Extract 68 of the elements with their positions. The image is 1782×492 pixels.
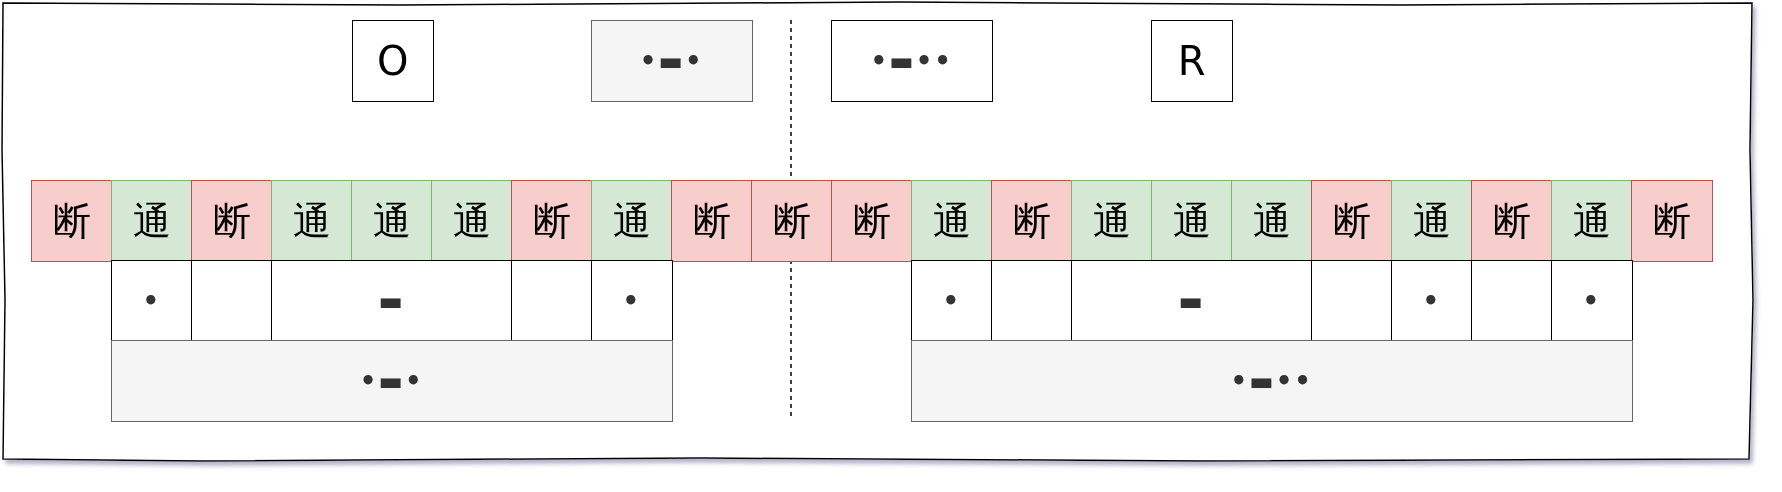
morse-code: • [942,287,962,314]
text-box [111,340,673,422]
text-box [911,260,993,342]
morse-code: •▬• [359,367,424,394]
morse-code: • [142,287,162,314]
text-box [111,260,193,342]
text-box [1311,180,1393,262]
text-box [831,20,993,102]
text-box [671,180,753,262]
text-box [271,180,353,262]
signal-state: 通 [1572,201,1611,240]
signal-state: 通 [452,201,491,240]
letter-label: R [1177,40,1206,81]
text-box [351,180,433,262]
text-box [1551,260,1633,342]
signal-state: 通 [292,201,331,240]
morse-code: •▬• [639,47,704,74]
text-box [191,180,273,262]
text-box [911,340,1633,422]
morse-code: ▬ [378,287,406,314]
text-box [1391,260,1473,342]
morse-code: • [622,287,642,314]
signal-state: 断 [1492,201,1531,240]
text-box [1151,180,1233,262]
signal-state: 断 [692,201,731,240]
text-box [751,180,833,262]
morse-code: •▬•• [1230,367,1313,394]
text-box [31,180,113,262]
morse-code: • [1582,287,1602,314]
signal-state: 通 [1172,201,1211,240]
signal-state: 断 [852,201,891,240]
signal-state: 通 [612,201,651,240]
signal-state: 通 [1252,201,1291,240]
morse-code: •▬•• [870,47,953,74]
signal-state: 断 [1012,201,1051,240]
text-box [591,20,753,102]
signal-state: 断 [52,201,91,240]
signal-state: 断 [1652,201,1691,240]
text-box [1071,180,1153,262]
morse-code: ▬ [1178,287,1206,314]
text-box [1471,180,1553,262]
text-box [591,180,673,262]
text-box [271,260,513,342]
text-box [431,180,513,262]
text-box [1391,180,1473,262]
text-box [1151,20,1233,102]
signal-state: 通 [372,201,411,240]
text-box [591,260,673,342]
signal-state: 断 [212,201,251,240]
text-box [111,180,193,262]
signal-state: 断 [532,201,571,240]
text-box [1631,180,1713,262]
signal-state: 通 [1412,201,1451,240]
text-box [1231,180,1313,262]
letter-label: O [377,40,409,81]
text-box [831,180,913,262]
text-box [1551,180,1633,262]
text-box [352,20,434,102]
text-box [511,180,593,262]
signal-state: 通 [1092,201,1131,240]
text-box [911,180,993,262]
signal-state: 通 [132,201,171,240]
signal-state: 断 [772,201,811,240]
morse-code: • [1422,287,1442,314]
text-box [1071,260,1313,342]
signal-state: 断 [1332,201,1371,240]
signal-state: 通 [932,201,971,240]
text-box [991,180,1073,262]
